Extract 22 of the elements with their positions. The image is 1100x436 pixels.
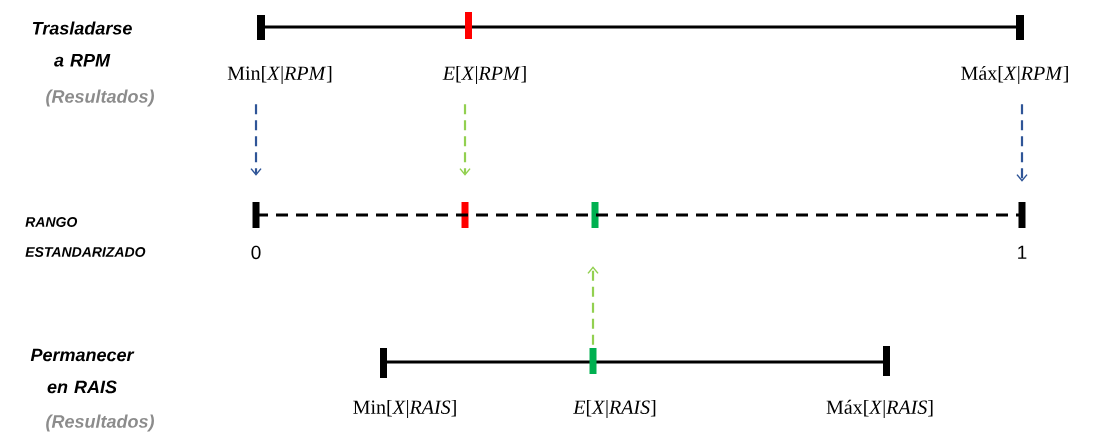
tick [1018, 202, 1026, 228]
formula-label: Máx[X|RAIS] [826, 399, 933, 419]
formula-label: E[X|RPM] [442, 65, 526, 85]
subheading: (Resultados) [46, 414, 154, 432]
heading: Trasladarse a RPM [32, 21, 132, 67]
subheading: (Resultados) [46, 89, 154, 107]
tick [252, 202, 260, 228]
axis-caption: RANGO ESTANDARIZADO [25, 217, 146, 257]
tick [589, 348, 597, 374]
tick [461, 202, 469, 228]
formula-label: Máx[X|RPM] [961, 65, 1068, 85]
formula-label: Min[X|RPM] [227, 65, 332, 85]
tick-label: 0 [251, 245, 261, 260]
heading: Permanecer en RAIS [30, 348, 135, 394]
arrow [587, 266, 599, 345]
tick [591, 202, 599, 228]
tick-label: 1 [1018, 245, 1027, 259]
formula-label: Min[X|RAIS] [353, 399, 456, 419]
arrow [459, 104, 471, 176]
formula-label: E[X|RAIS] [573, 399, 656, 419]
arrow [250, 104, 262, 176]
arrow [1016, 104, 1028, 182]
